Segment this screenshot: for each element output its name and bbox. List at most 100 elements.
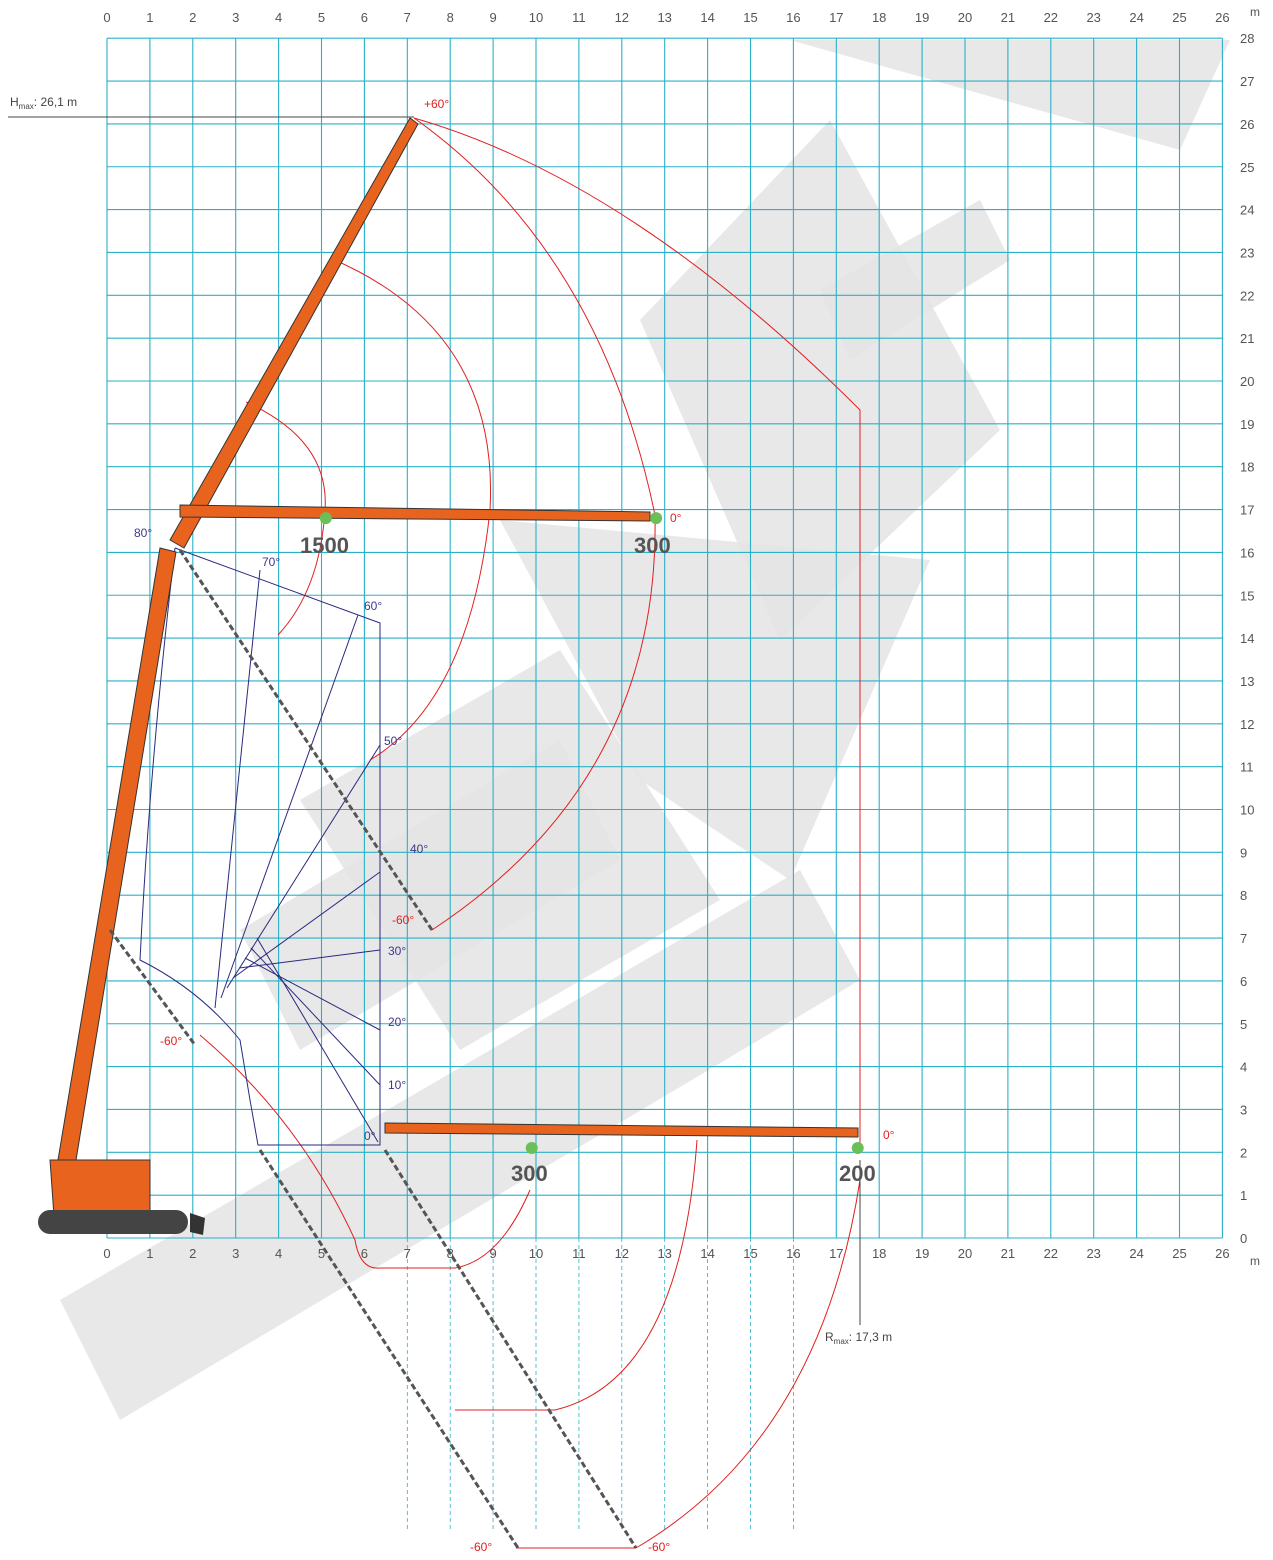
red-lower-arc-1 bbox=[199, 1034, 531, 1269]
jib-down-bottom-left bbox=[258, 1149, 520, 1549]
angle-0-blue: 0° bbox=[364, 1129, 376, 1143]
x-tick-bottom: 17 bbox=[829, 1246, 843, 1261]
y-tick-right: 20 bbox=[1240, 374, 1254, 389]
x-tick-top: 11 bbox=[572, 10, 586, 25]
angle-plus60: +60° bbox=[424, 97, 449, 111]
rmax-annotation: Rmax: 17,3 m bbox=[825, 1330, 892, 1346]
x-tick-bottom: 4 bbox=[275, 1246, 282, 1261]
crane-blade bbox=[190, 1213, 205, 1235]
x-tick-bottom: 10 bbox=[529, 1246, 543, 1261]
x-tick-top: 17 bbox=[829, 10, 843, 25]
x-tick-bottom: 13 bbox=[657, 1246, 671, 1261]
x-tick-top: 12 bbox=[615, 10, 629, 25]
x-tick-bottom: 7 bbox=[404, 1246, 411, 1261]
x-tick-bottom: 5 bbox=[318, 1246, 325, 1261]
x-tick-top: 16 bbox=[786, 10, 800, 25]
x-tick-top: 6 bbox=[361, 10, 368, 25]
blue-envelope bbox=[139, 547, 381, 1146]
load-1500: 1500 bbox=[300, 533, 349, 558]
x-tick-top: 18 bbox=[872, 10, 886, 25]
x-tick-top: 4 bbox=[275, 10, 282, 25]
load-200: 200 bbox=[839, 1161, 876, 1186]
x-tick-top: 23 bbox=[1086, 10, 1100, 25]
y-tick-right: 24 bbox=[1240, 203, 1254, 218]
axis-ticks: 0011223344556677889910101111121213131414… bbox=[103, 10, 1254, 1261]
labels: m m +60° 0° 0° -60° -60° -60° -60° 80° 7… bbox=[10, 5, 1260, 1554]
y-tick-right: 2 bbox=[1240, 1145, 1247, 1160]
blue-fan-line-1 bbox=[220, 614, 359, 999]
watermark-stroke-5 bbox=[790, 40, 1230, 150]
blue-fan-line-5 bbox=[244, 957, 381, 1031]
x-tick-top: 0 bbox=[103, 10, 110, 25]
jib-down-dashed bbox=[178, 549, 434, 931]
main-boom bbox=[57, 547, 177, 1161]
red-lower-arc-3 bbox=[635, 1179, 861, 1549]
x-tick-top: 8 bbox=[447, 10, 454, 25]
y-tick-right: 5 bbox=[1240, 1017, 1247, 1032]
angle-70: 70° bbox=[262, 555, 280, 569]
svg-text:Hmax: 26,1 m: Hmax: 26,1 m bbox=[10, 95, 77, 111]
y-tick-right: 13 bbox=[1240, 674, 1254, 689]
x-tick-bottom: 21 bbox=[1001, 1246, 1015, 1261]
load-point-1500 bbox=[319, 512, 332, 525]
y-tick-right: 3 bbox=[1240, 1102, 1247, 1117]
angle-minus60-br: -60° bbox=[648, 1540, 670, 1554]
y-tick-right: 25 bbox=[1240, 160, 1254, 175]
jib-up bbox=[169, 117, 419, 549]
x-tick-top: 13 bbox=[657, 10, 671, 25]
y-tick-right: 28 bbox=[1240, 31, 1254, 46]
angle-30: 30° bbox=[388, 944, 406, 958]
y-tick-right: 14 bbox=[1240, 631, 1254, 646]
x-tick-top: 26 bbox=[1215, 10, 1229, 25]
blue-fan-line-7 bbox=[256, 937, 379, 1143]
x-tick-bottom: 0 bbox=[103, 1246, 110, 1261]
y-tick-right: 9 bbox=[1240, 845, 1247, 860]
y-tick-right: 4 bbox=[1240, 1060, 1247, 1075]
angle-minus60-bl: -60° bbox=[470, 1540, 492, 1554]
y-tick-right: 12 bbox=[1240, 717, 1254, 732]
x-tick-bottom: 2 bbox=[189, 1246, 196, 1261]
x-tick-top: 25 bbox=[1172, 10, 1186, 25]
jib-horizontal-top bbox=[179, 504, 651, 522]
y-tick-right: 0 bbox=[1240, 1231, 1247, 1246]
y-tick-right: 17 bbox=[1240, 503, 1254, 518]
angle-60: 60° bbox=[364, 599, 382, 613]
load-300-bottom: 300 bbox=[511, 1161, 548, 1186]
load-300-top: 300 bbox=[634, 533, 671, 558]
angle-minus60-left: -60° bbox=[160, 1034, 182, 1048]
y-tick-right: 11 bbox=[1240, 760, 1254, 775]
svg-text:Rmax: 17,3 m: Rmax: 17,3 m bbox=[825, 1330, 892, 1346]
x-tick-bottom: 11 bbox=[572, 1246, 586, 1261]
crane-boom bbox=[8, 116, 864, 1549]
watermark-stroke-0 bbox=[60, 870, 860, 1420]
y-tick-right: 6 bbox=[1240, 974, 1247, 989]
x-tick-bottom: 3 bbox=[232, 1246, 239, 1261]
hmax-annotation: Hmax: 26,1 m bbox=[10, 95, 77, 111]
jib-horizontal-bottom bbox=[384, 1122, 859, 1138]
red-lower-arc-2 bbox=[554, 1139, 698, 1411]
x-tick-top: 21 bbox=[1001, 10, 1015, 25]
x-tick-bottom: 23 bbox=[1086, 1246, 1100, 1261]
y-tick-right: 1 bbox=[1240, 1188, 1247, 1203]
load-point-300 bbox=[650, 512, 663, 525]
x-tick-bottom: 18 bbox=[872, 1246, 886, 1261]
y-tick-right: 16 bbox=[1240, 545, 1254, 560]
angle-minus60-mid: -60° bbox=[392, 913, 414, 927]
red-outer-curve bbox=[413, 117, 861, 1150]
blue-fan-line-4 bbox=[238, 949, 381, 969]
x-tick-bottom: 19 bbox=[915, 1246, 929, 1261]
x-tick-bottom: 16 bbox=[786, 1246, 800, 1261]
x-tick-top: 22 bbox=[1044, 10, 1058, 25]
y-tick-right: 26 bbox=[1240, 117, 1254, 132]
blue-fan-line-2 bbox=[226, 744, 381, 989]
x-tick-bottom: 26 bbox=[1215, 1246, 1229, 1261]
x-tick-top: 14 bbox=[700, 10, 714, 25]
angle-80: 80° bbox=[134, 526, 152, 540]
load-point-200 bbox=[851, 1142, 864, 1155]
x-tick-top: 3 bbox=[232, 10, 239, 25]
x-tick-bottom: 20 bbox=[958, 1246, 972, 1261]
angle-10: 10° bbox=[388, 1078, 406, 1092]
y-tick-right: 10 bbox=[1240, 803, 1254, 818]
jib-down-left bbox=[108, 929, 197, 1046]
